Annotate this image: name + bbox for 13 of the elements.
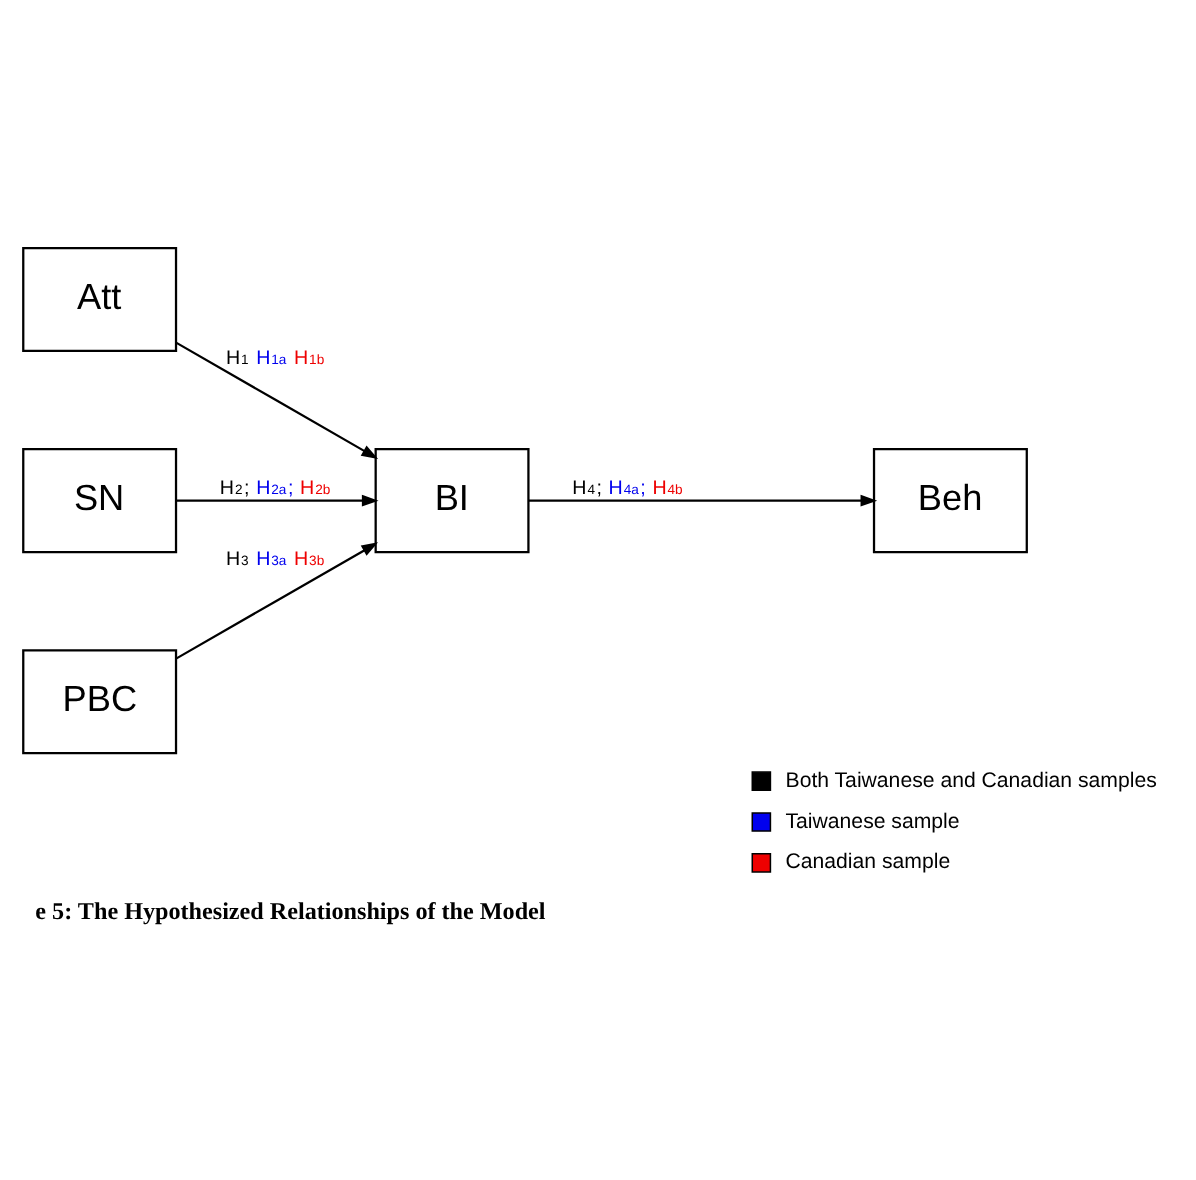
arrow <box>175 340 379 458</box>
caption: e 5: The Hypothesized Relationships of the Model <box>35 895 546 924</box>
legend-label: Both Taiwanese and Canadian samples <box>785 767 1157 792</box>
node-box: BI <box>374 447 530 553</box>
arrow <box>175 541 379 659</box>
arrow <box>528 493 878 506</box>
node-box: Beh <box>872 447 1028 553</box>
arrow <box>176 493 379 506</box>
node-box: PBC <box>22 648 178 754</box>
node-box: Att <box>22 245 178 352</box>
node-box: SN <box>22 447 178 553</box>
legend-label: Canadian sample <box>785 849 951 874</box>
legend-label: Taiwanese sample <box>785 808 960 833</box>
